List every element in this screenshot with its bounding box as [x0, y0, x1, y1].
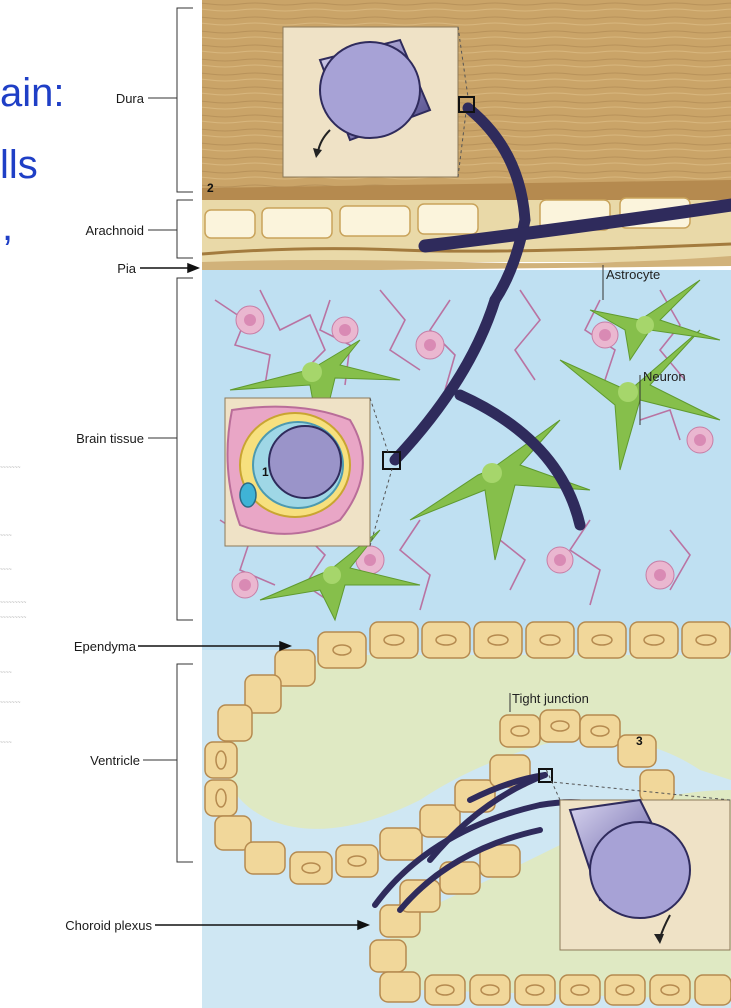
marker-number-1: 1	[262, 465, 269, 479]
label-arachnoid: Arachnoid	[60, 223, 144, 238]
label-astrocyte: Astrocyte	[606, 267, 660, 282]
inset-brain-capillary	[225, 398, 370, 546]
label-dura: Dura	[98, 91, 144, 106]
inset-choroid-vessel	[560, 800, 730, 950]
marker-number-2: 2	[207, 181, 214, 195]
label-tight-junction: Tight junction	[512, 691, 589, 706]
label-brackets	[143, 8, 193, 862]
label-ventricle: Ventricle	[40, 753, 140, 768]
label-pia: Pia	[100, 261, 136, 276]
label-ependyma: Ependyma	[40, 639, 136, 654]
marker-number-3: 3	[636, 734, 643, 748]
label-brain-tissue: Brain tissue	[40, 431, 144, 446]
dura-layer	[202, 0, 731, 200]
label-choroid-plexus: Choroid plexus	[10, 918, 152, 933]
inset-dura-vessel	[283, 27, 458, 177]
label-neuron: Neuron	[643, 369, 686, 384]
